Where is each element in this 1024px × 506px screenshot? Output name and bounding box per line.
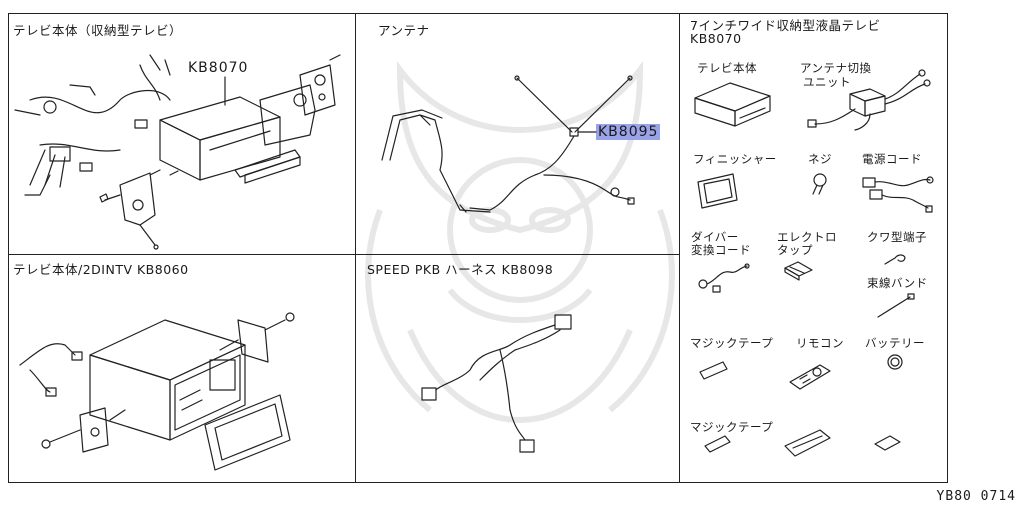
power-cord-icon	[862, 176, 934, 213]
part-label-magic-tape-1: マジックテープ	[690, 336, 774, 350]
part-label-diver-1: ダイバー	[691, 230, 739, 244]
clip-terminal-icon	[884, 254, 906, 265]
battery-icon	[887, 354, 903, 370]
part-label-battery: バッテリー	[865, 336, 925, 350]
screw-icon	[812, 173, 827, 195]
part-label-screw: ネジ	[808, 152, 832, 166]
part-label-antenna-switch-2: ユニット	[803, 75, 851, 89]
divider-vertical-1	[355, 13, 356, 483]
panel-title-tv-2din: テレビ本体/2DINTV KB8060	[13, 262, 189, 277]
callout-kb8095-text: KB8095	[596, 124, 661, 140]
tv-2din-illustration	[19, 312, 295, 471]
part-label-tv-unit: テレビ本体	[697, 61, 757, 75]
diver-cord-icon	[698, 263, 750, 293]
electro-tap-icon	[784, 261, 813, 281]
part-label-finisher: フィニッシャー	[693, 152, 777, 166]
part-label-electro-tap-1: エレクトロ	[777, 230, 837, 244]
remote-icon	[789, 364, 831, 390]
part-label-electro-tap-2: タップ	[777, 243, 813, 257]
kit-title-line2: KB8070	[690, 31, 742, 46]
part-label-antenna-switch-1: アンテナ切換	[800, 61, 872, 75]
part-label-power-cord: 電源コード	[862, 152, 922, 166]
antenna-illustration	[381, 75, 635, 213]
callout-kb8095: KB8095	[596, 124, 661, 140]
speed-harness-illustration	[421, 314, 572, 453]
binding-band-icon	[877, 293, 915, 318]
tv-unit-icon	[694, 82, 771, 127]
panel-title-antenna: アンテナ	[378, 23, 430, 38]
finisher-icon	[697, 173, 738, 209]
divider-vertical-2	[679, 13, 680, 483]
magic-tape-2-icon	[704, 429, 901, 457]
diagram-frame	[8, 13, 948, 483]
part-label-clip-terminal: クワ型端子	[867, 230, 927, 244]
panel-title-speed-harness: SPEED PKB ハーネス KB8098	[367, 262, 554, 277]
panel-title-tv-storage: テレビ本体（収納型テレビ）	[13, 23, 183, 38]
part-label-magic-tape-2: マジックテープ	[690, 420, 774, 434]
tv-storage-illustration	[14, 54, 341, 250]
divider-horizontal	[8, 254, 679, 255]
footer-code: YB80 0714	[936, 489, 1016, 504]
callout-kb8070: KB8070	[188, 60, 249, 76]
magic-tape-1-icon	[699, 361, 728, 380]
part-label-remote: リモコン	[796, 336, 844, 350]
antenna-switch-unit-icon	[807, 69, 931, 131]
kit-title-line1: 7インチワイド収納型液晶テレビ	[690, 18, 881, 33]
part-label-binding-band: 束線バンド	[867, 276, 928, 290]
part-label-diver-2: 変換コード	[691, 243, 751, 257]
